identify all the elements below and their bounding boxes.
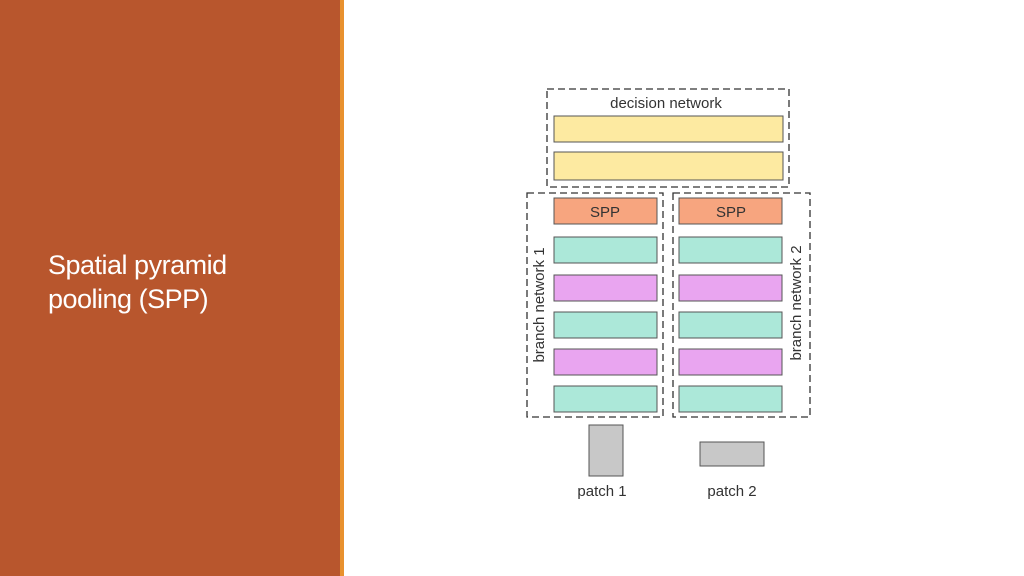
slide-title-line-1: Spatial pyramid <box>48 250 227 280</box>
branch-network-1-label: branch network 1 <box>531 247 548 362</box>
patch-2-input <box>699 441 765 467</box>
decision-network-box <box>546 88 790 188</box>
title-panel-accent <box>340 0 344 576</box>
slide-title-line-2: pooling (SPP) <box>48 284 209 314</box>
title-panel <box>0 0 340 576</box>
branch-2-conv-layer-5 <box>678 385 783 413</box>
patch-1-label: patch 1 <box>577 483 626 500</box>
branch-2-spp-layer <box>678 197 783 225</box>
branch-1-spp-layer <box>553 197 658 225</box>
branch-1-spp-label: SPP <box>590 204 620 221</box>
decision-fc-layer-1 <box>553 115 784 143</box>
branch-1-conv-layer-5 <box>553 385 658 413</box>
decision-fc-layer-2 <box>553 151 784 181</box>
patch-1-input <box>588 424 624 477</box>
decision-network-label: decision network <box>610 95 722 112</box>
branch-1-conv-layer-2 <box>553 274 658 302</box>
branch-2-spp-label: SPP <box>716 204 746 221</box>
slide-title: Spatial pyramid pooling (SPP) <box>48 248 328 316</box>
branch-2-conv-layer-3 <box>678 311 783 339</box>
branch-1-conv-layer-4 <box>553 348 658 376</box>
branch-2-conv-layer-4 <box>678 348 783 376</box>
branch-2-conv-layer-1 <box>678 236 783 264</box>
branch-network-2-label: branch network 2 <box>788 245 805 360</box>
patch-2-label: patch 2 <box>707 483 756 500</box>
branch-1-conv-layer-1 <box>553 236 658 264</box>
branch-network-1-box <box>526 192 664 418</box>
branch-network-2-box <box>672 192 811 418</box>
branch-1-conv-layer-3 <box>553 311 658 339</box>
branch-2-conv-layer-2 <box>678 274 783 302</box>
